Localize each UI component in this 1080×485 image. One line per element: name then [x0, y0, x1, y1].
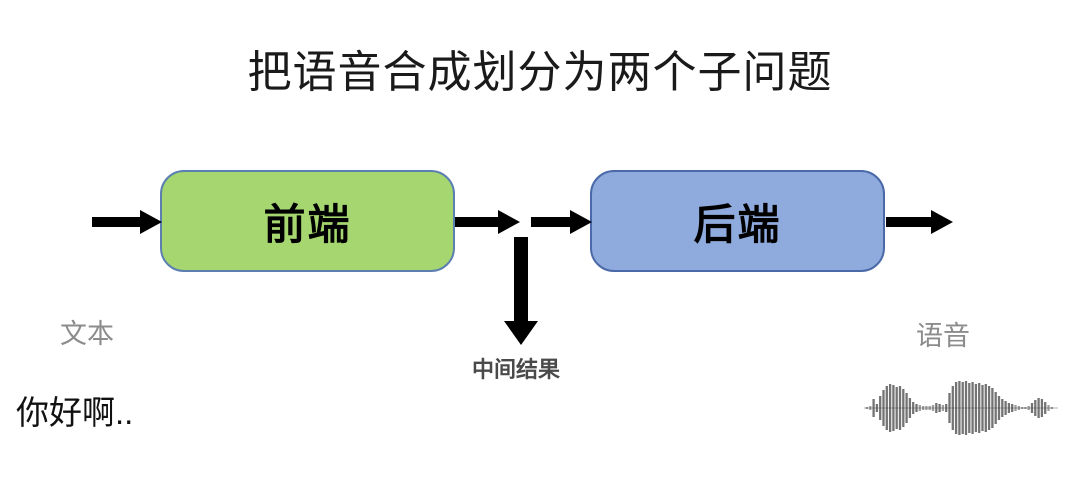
output-arrow [886, 210, 953, 234]
input-arrow [92, 210, 162, 234]
backend-box-label: 后端 [693, 200, 782, 248]
output-label: 语音 [916, 321, 970, 351]
frontend-box: 前端 [160, 170, 455, 272]
intermediate-label: 中间结果 [472, 357, 561, 382]
frontend-output-arrow [455, 210, 520, 234]
backend-box: 后端 [590, 170, 885, 272]
intermediate-down-arrow [504, 237, 538, 345]
frontend-box-label: 前端 [263, 200, 352, 248]
example-text: 你好啊.. [16, 394, 134, 431]
input-label: 文本 [60, 319, 114, 349]
speech-waveform-image [864, 381, 1058, 435]
slide-title: 把语音合成划分为两个子问题 [247, 48, 833, 97]
backend-input-arrow [531, 210, 592, 234]
